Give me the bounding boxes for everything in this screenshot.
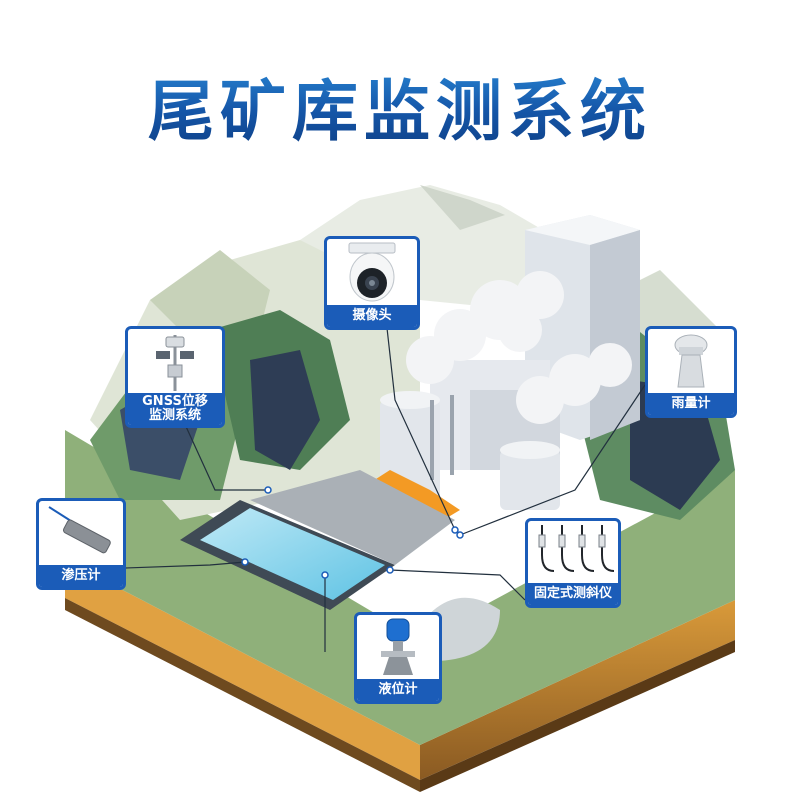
camera-card[interactable]: 摄像头 [324,236,420,330]
rain-gauge-label: 雨量计 [648,393,734,415]
piezometer-thumb [39,501,123,565]
gnss-label-line1: GNSS位移 [142,394,208,409]
camera-thumb [327,239,417,305]
level-gauge-card[interactable]: 液位计 [354,612,442,704]
leader-lines [124,309,646,652]
piezometer-label: 渗压计 [39,565,123,587]
dome-camera-icon [348,242,396,302]
inclinometer-thumb [528,521,618,583]
page-title: 尾矿库监测系统 [0,58,800,154]
radar-level-icon [381,618,415,675]
inclinometer-icon [538,525,615,572]
sensor-points [241,486,464,579]
gnss-label: GNSS位移 监测系统 [128,393,222,425]
level-gauge-label: 液位计 [357,679,439,701]
level-gauge-thumb [357,615,439,679]
steam-clouds [406,271,632,424]
piezometer-icon [48,506,111,554]
tailings-discharge [362,470,460,522]
gnss-label-line2: 监测系统 [148,408,201,423]
gnss-station-icon [156,335,194,391]
ground-block [65,430,735,792]
rain-gauge-card[interactable]: 雨量计 [645,326,737,418]
gnss-card[interactable]: GNSS位移 监测系统 [125,326,225,428]
tailings-pond [180,470,455,610]
inclinometer-label: 固定式测斜仪 [528,583,618,605]
inclinometer-card[interactable]: 固定式测斜仪 [525,518,621,608]
rain-gauge-icon [674,334,708,388]
piezometer-card[interactable]: 渗压计 [36,498,126,590]
camera-label: 摄像头 [327,305,417,327]
rain-gauge-thumb [648,329,734,393]
gnss-thumb [128,329,222,393]
